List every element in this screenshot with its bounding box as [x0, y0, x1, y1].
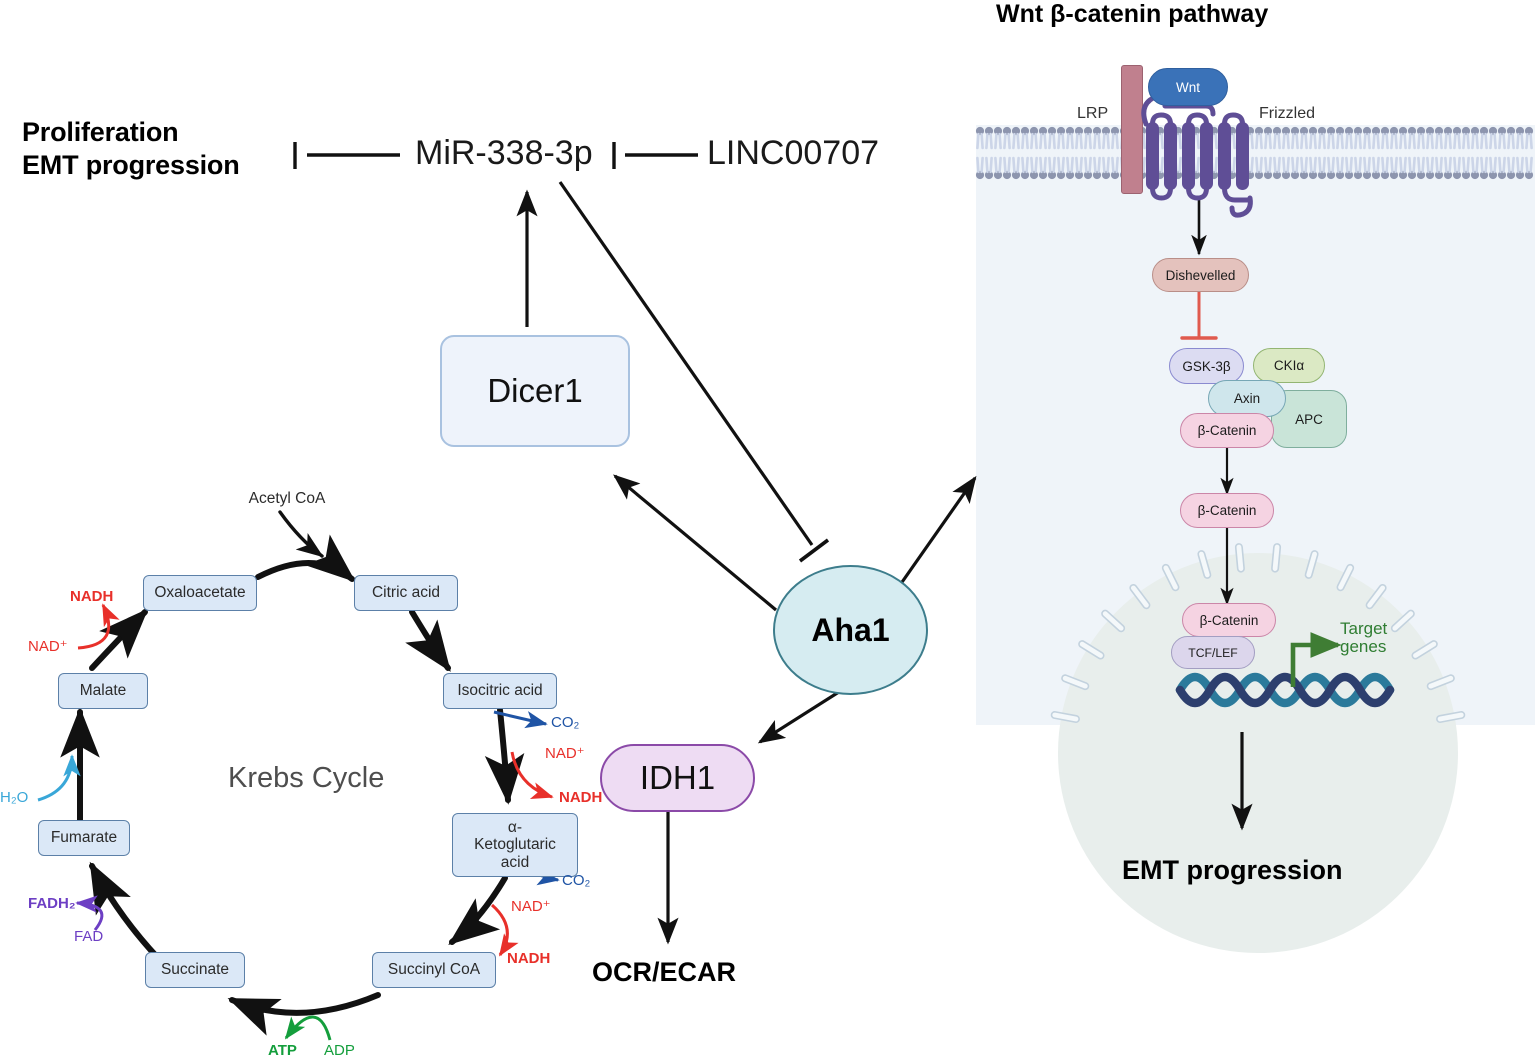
- beta-catenin-nuclear-label: β-Catenin: [1199, 612, 1259, 628]
- aha1-node: Aha1: [773, 565, 928, 695]
- cofactor-fadh2: FADH₂: [28, 895, 76, 912]
- metabolite-succinate: Succinate: [145, 952, 245, 988]
- axin-label: Axin: [1233, 391, 1261, 406]
- beta-catenin-free-node: β-Catenin: [1180, 493, 1274, 528]
- network-arrows: [293, 142, 977, 945]
- target-genes-line1: Target: [1340, 619, 1388, 638]
- metabolite-label: Oxaloacetate: [154, 584, 246, 602]
- cofactor-nadh-akg: NADH: [507, 950, 551, 967]
- metabolite-label: Isocitric acid: [457, 682, 543, 700]
- nuclear-envelope: [1050, 543, 1466, 723]
- dna-helix: [1175, 672, 1395, 708]
- plasma-membrane: [974, 125, 1535, 181]
- target-genes-label: Target genes: [1340, 619, 1388, 657]
- wnt-ligand-label: Wnt: [1175, 79, 1200, 95]
- gsk3b-label: GSK-3β: [1182, 358, 1231, 374]
- idh1-node: IDH1: [600, 744, 755, 812]
- metabolite-isocitric-acid: Isocitric acid: [443, 673, 557, 709]
- outcome-line1: Proliferation: [22, 117, 179, 147]
- metabolite-citric-acid: Citric acid: [354, 575, 458, 611]
- tcf-lef-label: TCF/LEF: [1188, 645, 1238, 660]
- wnt-ligand: Wnt: [1148, 68, 1228, 106]
- apc-label: APC: [1295, 411, 1323, 427]
- metabolite-label: α- Ketoglutaric acid: [474, 818, 556, 871]
- cofactor-h2o: H₂O: [0, 789, 29, 806]
- metabolite-oxaloacetate: Oxaloacetate: [143, 575, 257, 611]
- mir-338-3p-node: MiR-338-3p: [415, 134, 593, 172]
- ocr-ecar-label: OCR/ECAR: [592, 957, 737, 987]
- beta-catenin-free-label: β-Catenin: [1197, 503, 1257, 518]
- cofactor-co2-isocitric: CO₂: [551, 714, 580, 731]
- aha1-label: Aha1: [811, 611, 890, 648]
- cofactor-nadplus-isocitric: NAD⁺: [545, 745, 585, 762]
- target-genes-line2: genes: [1340, 637, 1387, 657]
- axin-node: Axin: [1208, 380, 1286, 417]
- metabolite-succinyl-coa: Succinyl CoA: [372, 952, 496, 988]
- dishevelled-node: Dishevelled: [1152, 258, 1249, 292]
- beta-catenin-label: β-Catenin: [1197, 423, 1257, 438]
- cofactor-nadh-malate: NADH: [70, 588, 114, 605]
- wnt-pathway-title: Wnt β-catenin pathway: [996, 0, 1269, 28]
- metabolite-label: Malate: [79, 682, 127, 700]
- metabolite-malate: Malate: [58, 673, 148, 709]
- cofactor-co2-akg: CO₂: [562, 872, 591, 889]
- wnt-internal-arrows: [1180, 198, 1253, 831]
- linc00707-node: LINC00707: [707, 134, 880, 172]
- ckia-label: CKIα: [1273, 358, 1305, 373]
- cofactor-fad: FAD: [74, 928, 104, 945]
- acetyl-coa-label: Acetyl CoA: [248, 490, 326, 507]
- dicer1-node: Dicer1: [440, 335, 630, 447]
- beta-catenin-complex-node: β-Catenin: [1180, 413, 1274, 448]
- metabolite-label: Succinyl CoA: [387, 961, 481, 979]
- lrp-label: LRP: [1077, 105, 1109, 122]
- cofactor-adp: ADP: [324, 1042, 355, 1059]
- metabolite-label: Citric acid: [371, 584, 441, 602]
- gsk3b-node: GSK-3β: [1169, 348, 1244, 384]
- cofactor-nadplus-akg: NAD⁺: [511, 898, 551, 915]
- dicer1-label: Dicer1: [487, 372, 583, 409]
- cofactor-nadplus-malate: NAD⁺: [28, 638, 68, 655]
- cofactor-nadh-isocitric: NADH: [559, 789, 603, 806]
- outcome-line2: EMT progression: [22, 149, 240, 180]
- frizzled-label: Frizzled: [1259, 105, 1316, 122]
- idh1-label: IDH1: [639, 759, 716, 796]
- ckia-node: CKIα: [1253, 348, 1325, 383]
- target-genes-arrow: [1290, 632, 1342, 687]
- metabolite-label: Fumarate: [50, 829, 118, 847]
- metabolite-label: Succinate: [160, 961, 230, 979]
- emt-progression-output: EMT progression: [1122, 855, 1343, 885]
- dishevelled-label: Dishevelled: [1165, 267, 1236, 283]
- lrp-receptor: [1121, 65, 1143, 194]
- metabolite-fumarate: Fumarate: [38, 820, 130, 856]
- cofactor-arrows: [37, 603, 560, 1041]
- tcf-lef-node: TCF/LEF: [1171, 636, 1255, 669]
- metabolite-alpha-ketoglutaric-acid: α- Ketoglutaric acid: [452, 813, 578, 877]
- cofactor-atp: ATP: [268, 1042, 297, 1059]
- krebs-cycle-title: Krebs Cycle: [228, 762, 385, 794]
- proliferation-emt-label: Proliferation EMT progression: [22, 116, 292, 182]
- beta-catenin-nuclear-node: β-Catenin: [1182, 603, 1276, 637]
